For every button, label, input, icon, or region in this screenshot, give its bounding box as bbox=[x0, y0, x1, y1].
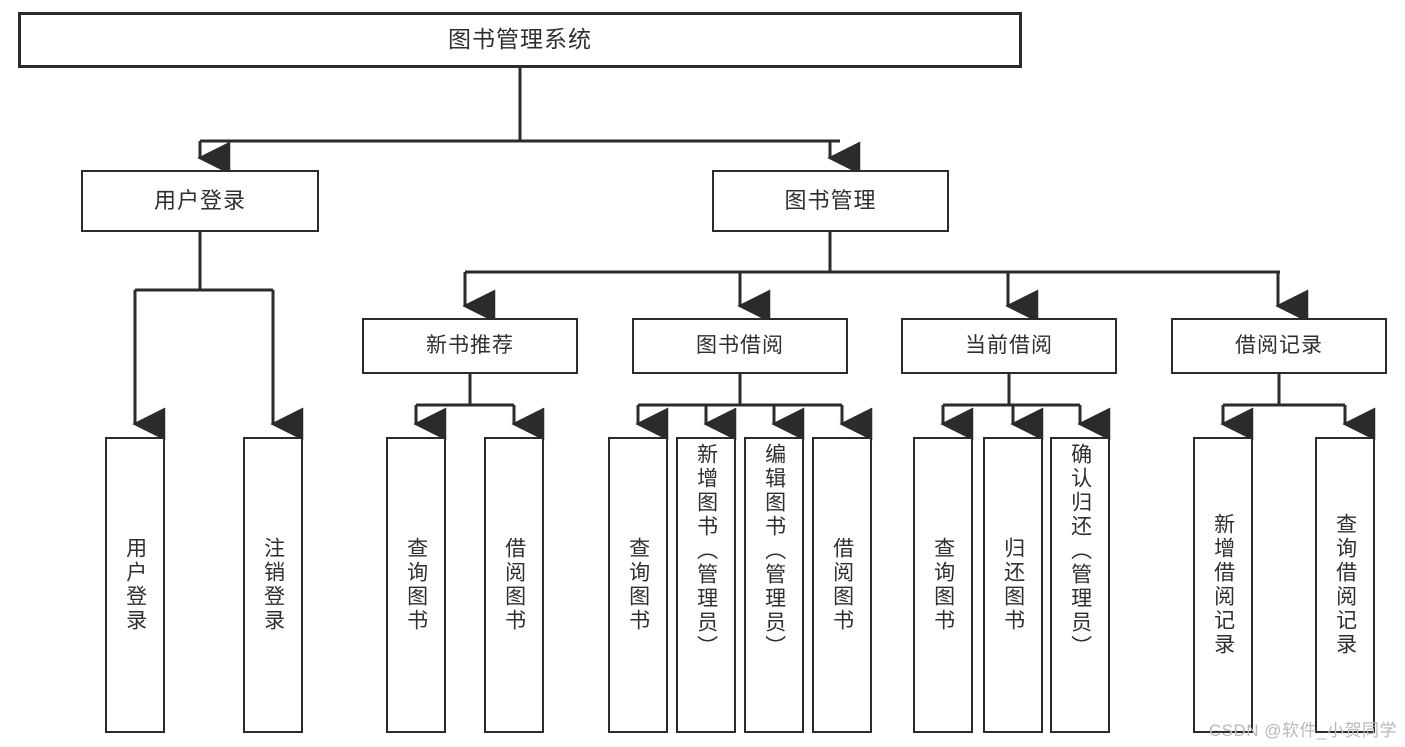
node-book-borrow-label: 图书借阅 bbox=[696, 334, 784, 358]
leaf-node-label: 注销登录 bbox=[261, 537, 285, 633]
leaf-node-label: 查询图书 bbox=[626, 537, 650, 633]
node-new-book-recommend[interactable]: 新书推荐 bbox=[362, 318, 578, 374]
leaf-node-label: 确认归还（管理员） bbox=[1068, 443, 1092, 659]
leaf-node-label: 查询图书 bbox=[404, 537, 428, 633]
node-current-borrow[interactable]: 当前借阅 bbox=[901, 318, 1117, 374]
leaf-node[interactable]: 新增借阅记录 bbox=[1193, 437, 1253, 733]
node-user-login[interactable]: 用户登录 bbox=[81, 170, 319, 232]
leaf-node[interactable]: 查询借阅记录 bbox=[1315, 437, 1375, 733]
leaf-node[interactable]: 查询图书 bbox=[608, 437, 668, 733]
node-book-borrow[interactable]: 图书借阅 bbox=[632, 318, 848, 374]
leaf-node[interactable]: 编辑图书（管理员） bbox=[744, 437, 804, 733]
leaf-node-label: 新增图书（管理员） bbox=[694, 443, 718, 659]
leaf-node[interactable]: 用户登录 bbox=[105, 437, 165, 733]
leaf-node[interactable]: 借阅图书 bbox=[484, 437, 544, 733]
leaf-node[interactable]: 借阅图书 bbox=[812, 437, 872, 733]
node-book-management[interactable]: 图书管理 bbox=[712, 170, 949, 232]
node-borrow-records-label: 借阅记录 bbox=[1235, 334, 1323, 358]
node-book-management-label: 图书管理 bbox=[784, 187, 877, 213]
leaf-node-label: 归还图书 bbox=[1001, 537, 1025, 633]
leaf-node-label: 查询图书 bbox=[931, 537, 955, 633]
leaf-node-label: 借阅图书 bbox=[830, 537, 854, 633]
leaf-node-label: 用户登录 bbox=[123, 537, 147, 633]
node-current-borrow-label: 当前借阅 bbox=[965, 334, 1053, 358]
leaf-node[interactable]: 确认归还（管理员） bbox=[1050, 437, 1110, 733]
node-root-label: 图书管理系统 bbox=[448, 26, 592, 53]
node-user-login-label: 用户登录 bbox=[153, 187, 246, 213]
leaf-node-label: 借阅图书 bbox=[502, 537, 526, 633]
node-borrow-records[interactable]: 借阅记录 bbox=[1171, 318, 1387, 374]
node-new-book-recommend-label: 新书推荐 bbox=[426, 334, 514, 358]
leaf-node[interactable]: 查询图书 bbox=[913, 437, 973, 733]
leaf-node[interactable]: 查询图书 bbox=[386, 437, 446, 733]
leaf-node[interactable]: 归还图书 bbox=[983, 437, 1043, 733]
node-root[interactable]: 图书管理系统 bbox=[18, 12, 1022, 68]
leaf-node-label: 编辑图书（管理员） bbox=[762, 443, 786, 659]
watermark: CSDN @软件_小贺同学 bbox=[1208, 721, 1397, 740]
leaf-node[interactable]: 新增图书（管理员） bbox=[676, 437, 736, 733]
leaf-node-label: 新增借阅记录 bbox=[1211, 513, 1235, 657]
leaf-node-label: 查询借阅记录 bbox=[1333, 513, 1357, 657]
leaf-node[interactable]: 注销登录 bbox=[243, 437, 303, 733]
